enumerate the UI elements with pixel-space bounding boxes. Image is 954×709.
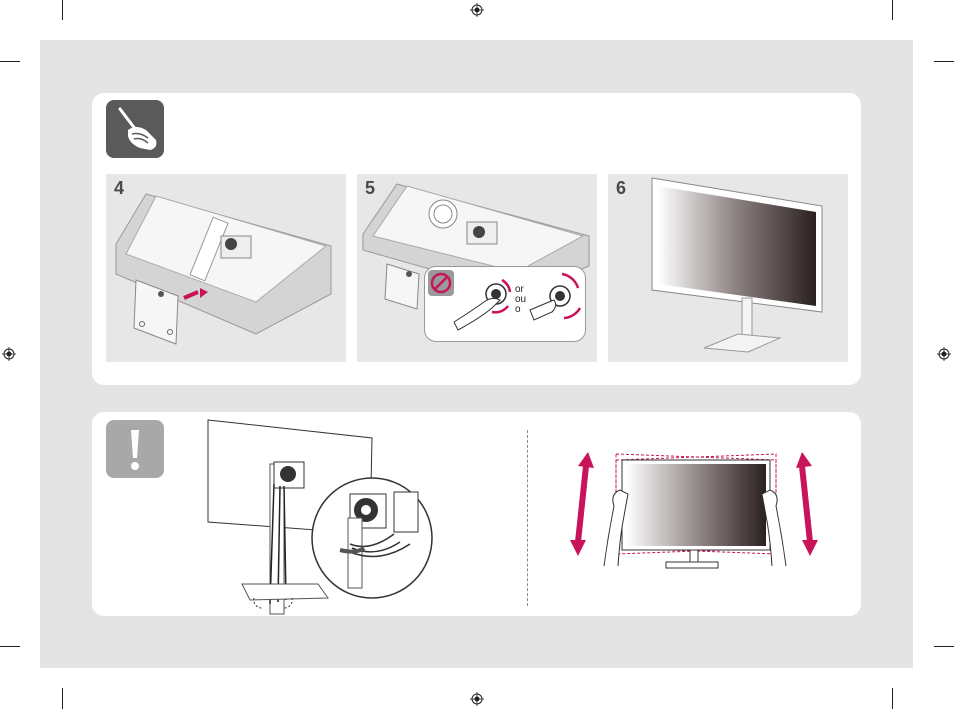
divider: [527, 430, 528, 606]
crop-mark: [0, 646, 20, 647]
registration-mark: [470, 692, 484, 706]
assembled-monitor-illustration: [608, 174, 848, 362]
crop-mark: [934, 61, 954, 62]
cable-management-illustration: [200, 414, 450, 614]
registration-mark: [470, 3, 484, 17]
screwdriver-hand-icon: [106, 100, 164, 158]
crop-mark: [892, 688, 893, 709]
caution-icon-box: [106, 420, 164, 478]
rotate-monitor-illustration: [570, 446, 820, 576]
step-6-panel: 6: [608, 174, 848, 362]
crop-mark: [892, 0, 893, 20]
step-4-panel: 4: [106, 174, 346, 362]
registration-mark: [2, 347, 16, 361]
monitor-back-illustration: [106, 174, 346, 362]
crop-mark: [0, 61, 20, 62]
tools-icon-box: [106, 100, 164, 158]
exclamation-icon: [106, 420, 164, 478]
crop-mark: [934, 646, 954, 647]
turn-knob-fingers-illustration: [530, 270, 584, 336]
registration-mark: [937, 347, 951, 361]
crop-mark: [62, 0, 63, 20]
crop-mark: [62, 688, 63, 709]
or-label: or ou o: [515, 285, 526, 315]
turn-knob-hand-illustration: [450, 272, 514, 336]
